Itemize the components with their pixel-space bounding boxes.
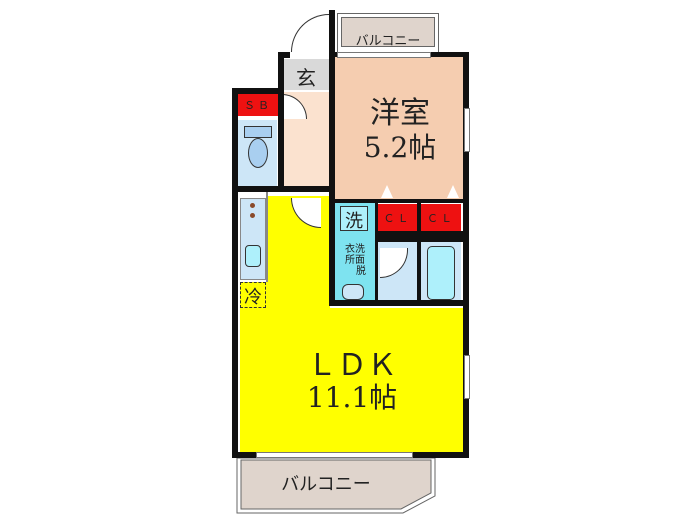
wall xyxy=(232,88,284,94)
wall xyxy=(266,192,268,282)
ldk-size: 11.1帖 xyxy=(306,381,398,414)
refrigerator-label: 冷 xyxy=(244,287,262,308)
shoe-box-label: ＳＢ xyxy=(244,99,272,112)
window-sliding-top[interactable] xyxy=(337,52,431,58)
entrance-door[interactable] xyxy=(291,14,329,52)
kitchen-counter xyxy=(240,198,266,280)
closet-2: ＣＬ xyxy=(421,204,461,231)
washing-machine-label: 洗 xyxy=(345,211,363,232)
wall xyxy=(278,52,284,192)
ldk-room-lower xyxy=(240,308,464,452)
balcony-bottom-shape xyxy=(236,458,436,514)
entrance xyxy=(282,59,330,90)
closet-1-label: ＣＬ xyxy=(383,211,412,225)
bathtub-icon xyxy=(427,246,455,300)
shoe-box: ＳＢ xyxy=(238,94,278,116)
wall xyxy=(463,52,469,458)
western-room-label: 洋室 xyxy=(370,96,430,131)
stove-burner-icon xyxy=(250,213,255,218)
stove-burner-icon xyxy=(250,203,255,208)
closet-2-label: ＣＬ xyxy=(427,211,455,225)
window xyxy=(464,108,470,152)
wall xyxy=(375,199,378,304)
wall xyxy=(329,10,335,300)
wall xyxy=(329,199,467,203)
balcony-bottom-label: バルコニー xyxy=(281,474,371,495)
wall xyxy=(375,231,465,242)
wall xyxy=(232,186,332,192)
washing-machine xyxy=(340,206,368,231)
balcony-top-label: バルコニー xyxy=(355,34,421,49)
washbasin-icon xyxy=(342,284,364,300)
western-room xyxy=(335,56,465,199)
western-room-size: 5.2帖 xyxy=(363,131,437,164)
refrigerator xyxy=(240,282,266,308)
sink-icon xyxy=(245,245,261,267)
ldk-label: ＬＤＫ xyxy=(307,348,397,383)
wall xyxy=(232,88,238,458)
balcony-top: バルコニー xyxy=(337,13,439,53)
toilet-bowl-icon xyxy=(248,138,268,168)
closet-door-marker xyxy=(381,185,393,198)
entrance-label: 玄 xyxy=(296,66,316,90)
washroom-label: 衣洗 所面 脱 xyxy=(345,244,366,277)
toilet-tank-icon xyxy=(244,126,272,138)
balcony-bottom: バルコニー xyxy=(236,458,436,514)
wall xyxy=(278,52,290,58)
wall xyxy=(417,199,421,304)
window xyxy=(464,355,470,399)
closet-1: ＣＬ xyxy=(378,204,417,231)
wall xyxy=(329,300,467,306)
closet-door-marker xyxy=(447,185,459,198)
